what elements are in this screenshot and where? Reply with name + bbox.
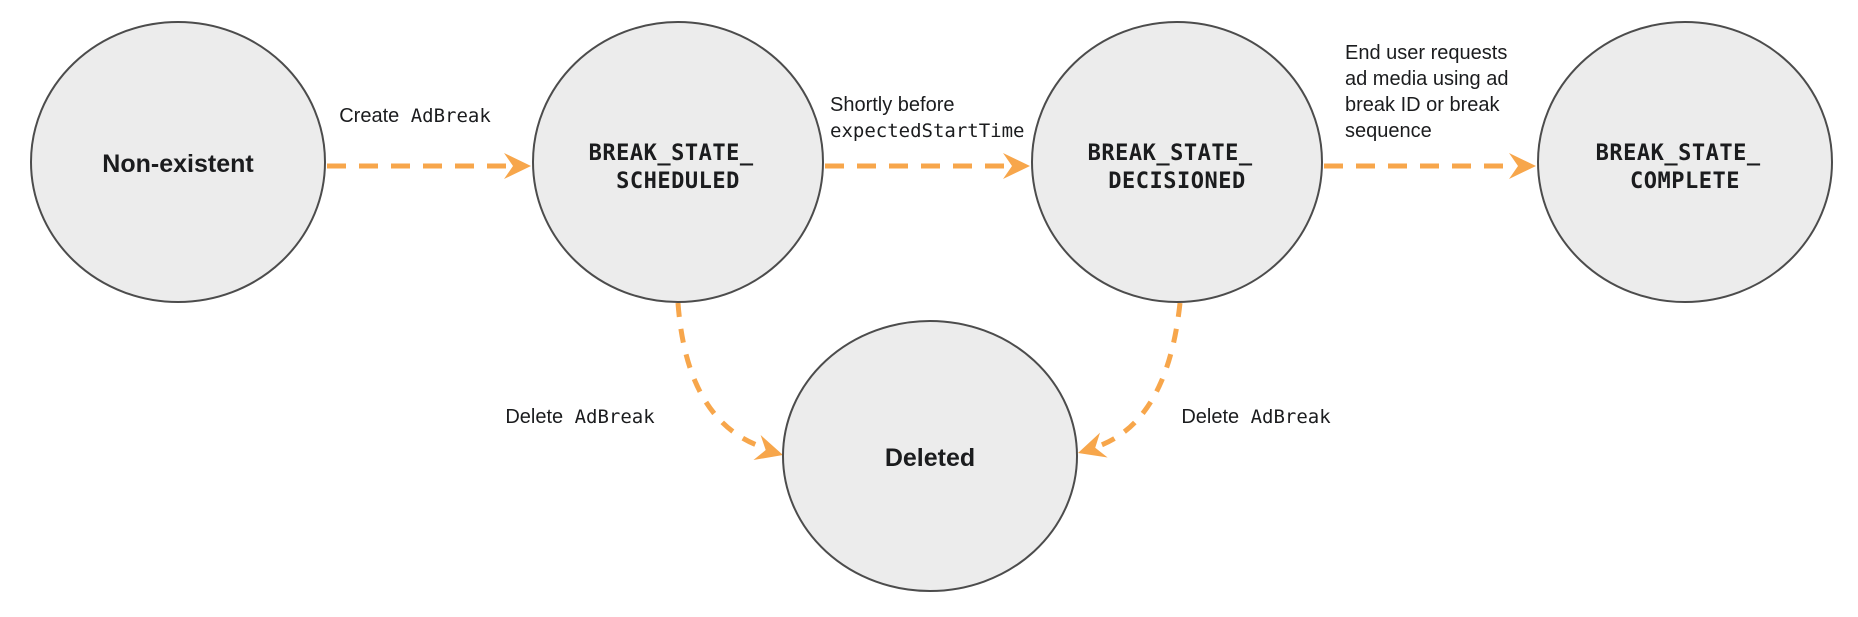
state-circle xyxy=(30,21,326,303)
transition-create-adbreak: Create AdBreak xyxy=(327,105,531,179)
arrow-left-icon xyxy=(1078,432,1108,458)
state-node-break-state-scheduled: BREAK_STATE_ SCHEDULED xyxy=(532,21,824,303)
state-circle xyxy=(1031,21,1323,303)
state-circle xyxy=(1537,21,1833,303)
state-node-deleted: Deleted xyxy=(782,320,1078,592)
transition-enduser-label: End user requests ad media using ad brea… xyxy=(1345,42,1513,142)
transition-shortly-label: Shortly before expectedStartTime xyxy=(830,94,1024,142)
arrow-right-icon xyxy=(1003,153,1030,179)
transition-create-label: Create AdBreak xyxy=(339,105,491,127)
transition-delete-left-label: Delete AdBreak xyxy=(505,406,655,428)
state-node-break-state-complete: BREAK_STATE_ COMPLETE xyxy=(1537,21,1833,303)
transition-shortly-before: Shortly before expectedStartTime xyxy=(825,94,1030,179)
state-node-break-state-decisioned: BREAK_STATE_ DECISIONED xyxy=(1031,21,1323,303)
transition-delete-adbreak-right: Delete AdBreak xyxy=(1078,302,1331,458)
state-circle xyxy=(532,21,824,303)
state-label-non-existent: Non-existent xyxy=(102,150,254,178)
state-label-break-state-complete: BREAK_STATE_ COMPLETE xyxy=(1596,141,1775,194)
transition-delete-left-dashed-curve xyxy=(675,302,769,452)
transition-delete-right-dashed-curve xyxy=(1092,302,1183,451)
state-circle xyxy=(782,320,1078,592)
state-label-break-state-decisioned: BREAK_STATE_ DECISIONED xyxy=(1088,141,1267,194)
state-label-deleted: Deleted xyxy=(885,444,975,472)
state-label-break-state-scheduled: BREAK_STATE_ SCHEDULED xyxy=(589,141,768,194)
arrow-right-icon xyxy=(753,435,783,461)
state-node-non-existent: Non-existent xyxy=(30,21,326,303)
transition-delete-adbreak-left: Delete AdBreak xyxy=(505,302,783,461)
arrow-right-icon xyxy=(1509,153,1536,179)
transition-end-user-requests: End user requests ad media using ad brea… xyxy=(1324,42,1536,179)
arrow-right-icon xyxy=(504,153,531,179)
transition-delete-right-label: Delete AdBreak xyxy=(1181,406,1331,428)
